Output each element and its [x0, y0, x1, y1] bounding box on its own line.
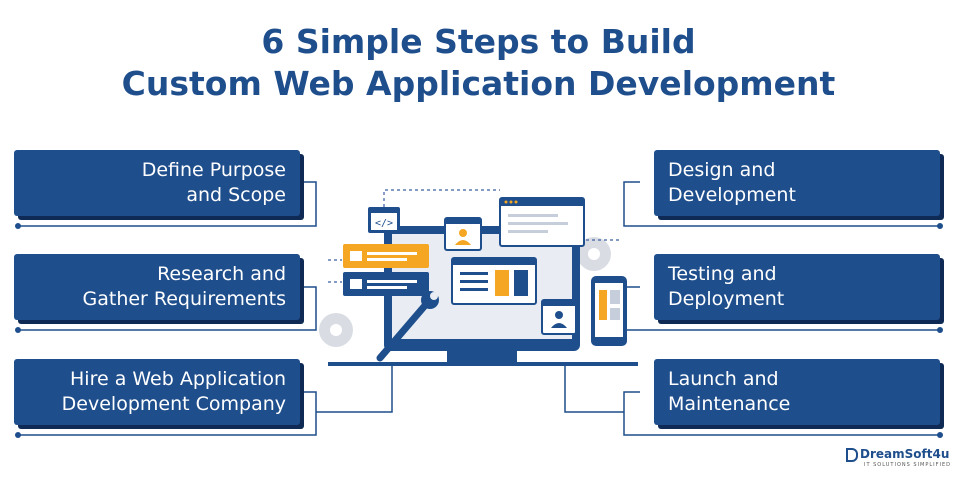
title-line-2: Custom Web Application Development	[121, 64, 836, 103]
step-line-2: Development	[668, 184, 796, 206]
step-testing: Testing and Deployment	[654, 254, 940, 320]
step-launch: Launch and Maintenance	[654, 359, 940, 425]
step-design: Design and Development	[654, 150, 940, 216]
logo-mark-icon	[846, 447, 858, 462]
svg-text:</>: </>	[375, 218, 393, 229]
company-logo: DreamSoft4u IT SOLUTIONS SIMPLIFIED	[846, 447, 951, 468]
wrench-icon	[376, 291, 439, 362]
step-define-purpose: Define Purpose and Scope	[14, 150, 300, 216]
logo-tagline: IT SOLUTIONS SIMPLIFIED	[864, 461, 951, 468]
left-connectors	[18, 181, 940, 436]
step-line-2: Deployment	[668, 288, 785, 310]
step-line-2: Gather Requirements	[82, 288, 287, 310]
step-hire: Hire a Web Application Development Compa…	[14, 359, 300, 425]
step-line-1: Design and	[668, 159, 776, 181]
step-line-1: Research and	[157, 263, 286, 285]
step-line-2: Maintenance	[668, 393, 791, 415]
step-line-1: Launch and	[668, 368, 779, 390]
step-line-1: Define Purpose	[141, 159, 286, 181]
step-research: Research and Gather Requirements	[14, 254, 300, 320]
title-line-1: 6 Simple Steps to Build	[261, 22, 696, 61]
list-panel	[343, 244, 429, 268]
step-line-1: Testing and	[668, 263, 777, 285]
step-line-2: Development Company	[61, 393, 286, 415]
step-line-1: Hire a Web Application	[70, 368, 286, 390]
step-line-2: and Scope	[186, 184, 286, 206]
logo-name: DreamSoft4u	[860, 447, 950, 461]
